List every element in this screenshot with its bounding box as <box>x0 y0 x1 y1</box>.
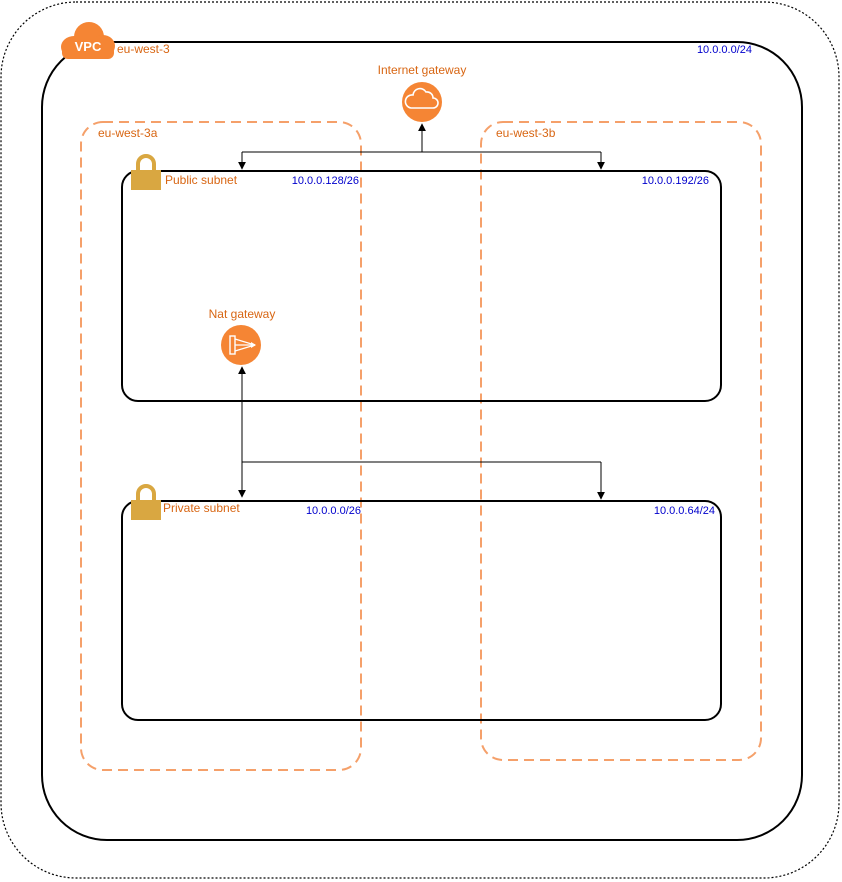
internet-gateway-icon <box>402 82 442 122</box>
public-subnet-box <box>121 170 722 402</box>
availability-zone-b <box>480 121 762 761</box>
public-subnet-lock-icon <box>131 154 161 190</box>
igw-connector <box>238 123 605 170</box>
vpc-cidr-label: 10.0.0.0/24 <box>697 44 752 56</box>
nat-gateway-icon <box>221 325 261 365</box>
nat-connector <box>238 366 605 500</box>
internet-gateway-label: Internet gateway <box>378 63 467 77</box>
public-subnet-a-cidr: 10.0.0.128/26 <box>292 175 359 187</box>
private-subnet-box <box>121 500 722 721</box>
availability-zone-a <box>80 121 362 771</box>
vpc-boundary <box>41 41 803 841</box>
public-subnet-label: Public subnet <box>165 173 238 187</box>
vpc-region-label: eu-west-3 <box>117 42 170 56</box>
vpc-cloud-icon: VPC <box>61 22 115 59</box>
private-subnet-b-cidr: 10.0.0.64/24 <box>654 505 715 517</box>
public-subnet-b-cidr: 10.0.0.192/26 <box>642 175 709 187</box>
vpc-badge-label: VPC <box>75 39 102 54</box>
availability-zone-b-label: eu-west-3b <box>496 126 556 140</box>
availability-zone-a-label: eu-west-3a <box>98 126 158 140</box>
private-subnet-label: Private subnet <box>163 501 240 515</box>
private-subnet-a-cidr: 10.0.0.0/26 <box>306 505 361 517</box>
private-subnet-lock-icon <box>131 484 161 520</box>
nat-gateway-label: Nat gateway <box>209 307 276 321</box>
